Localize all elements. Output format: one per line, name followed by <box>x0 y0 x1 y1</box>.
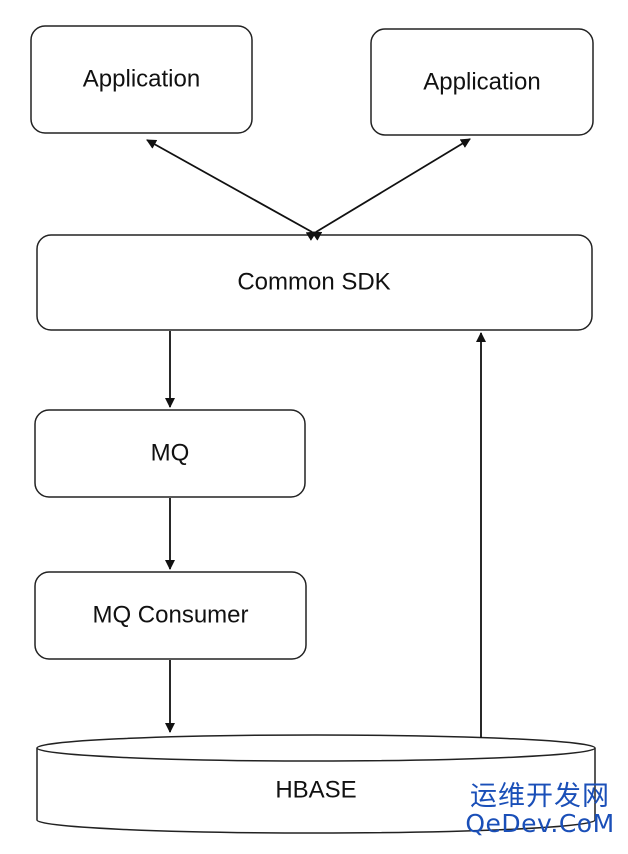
watermark-line-1: 运维开发网 <box>470 781 610 812</box>
hbase-node: HBASE <box>36 734 596 834</box>
application-right-label: Application <box>423 68 540 95</box>
arrow-sdk-app-right <box>305 138 471 241</box>
site-watermark: 运维开发网 QeDev.CoM <box>460 781 620 839</box>
common-sdk-node: Common SDK <box>36 234 593 331</box>
application-left-label: Application <box>83 65 200 92</box>
mq-label: MQ <box>151 439 190 466</box>
mq-node: MQ <box>34 409 306 498</box>
common-sdk-label: Common SDK <box>237 268 390 295</box>
mq-consumer-label: MQ Consumer <box>92 601 248 628</box>
arrow-sdk-app-left <box>146 139 323 241</box>
application-left-node: Application <box>30 25 253 134</box>
mq-consumer-node: MQ Consumer <box>34 571 307 660</box>
hbase-label: HBASE <box>275 776 356 803</box>
application-right-node: Application <box>370 28 594 136</box>
watermark-line-2: QeDev.CoM <box>465 809 615 839</box>
